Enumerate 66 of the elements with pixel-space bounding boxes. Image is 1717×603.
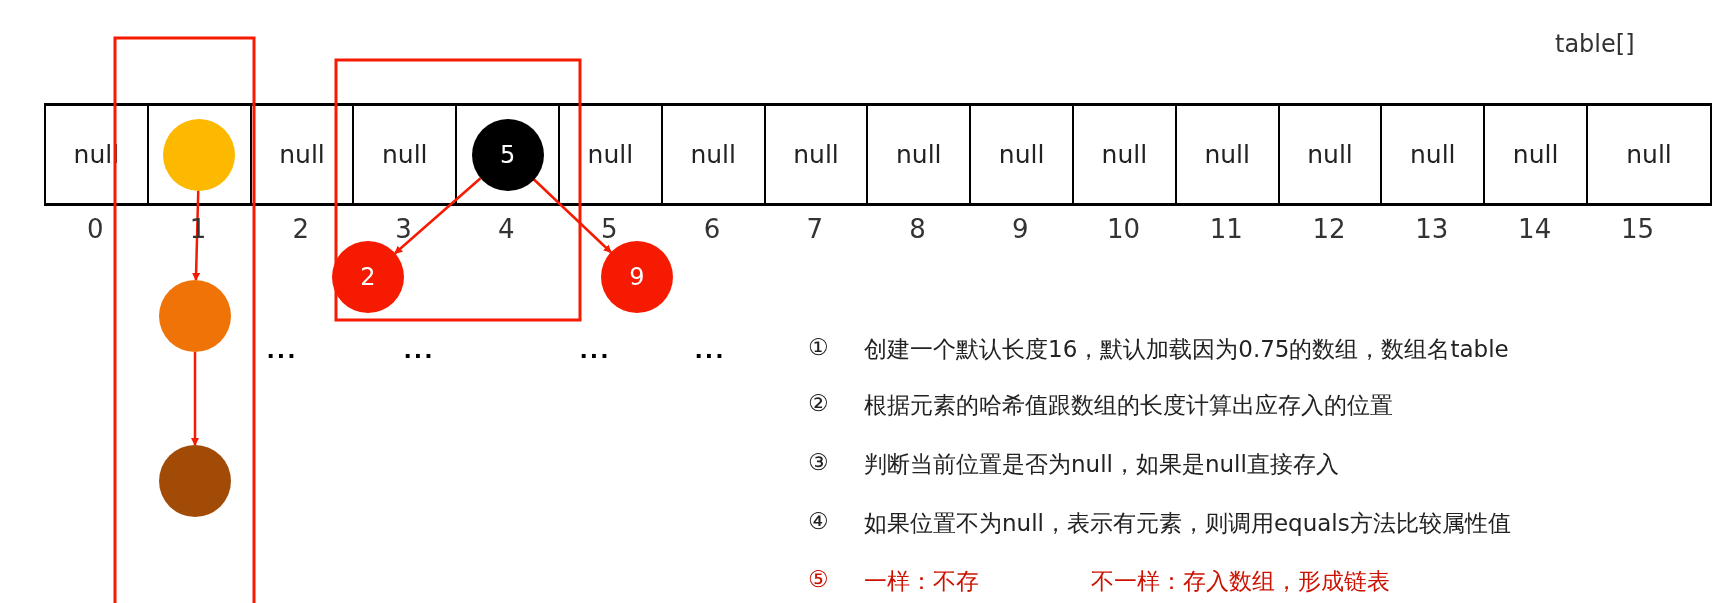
node-value: 5 xyxy=(499,140,516,169)
step-number: ② xyxy=(808,390,829,416)
node-value: 2 xyxy=(360,263,376,291)
array-slot xyxy=(866,103,972,206)
null-text: null xyxy=(690,140,736,169)
step-text: 创建一个默认长度16，默认加载因为0.75的数组，数组名table xyxy=(864,335,1509,364)
step-number: ④ xyxy=(808,508,829,534)
node-value: 9 xyxy=(629,263,645,291)
index-number: 3 xyxy=(395,214,412,244)
index-number: 10 xyxy=(1106,214,1140,244)
array-slot xyxy=(352,103,458,206)
null-text: null xyxy=(1626,140,1672,169)
step-text: 一样：不存 xyxy=(864,567,979,596)
ellipsis: ... xyxy=(694,338,726,363)
index-number: 15 xyxy=(1620,214,1654,244)
null-text: null xyxy=(279,140,325,169)
array-slot xyxy=(660,103,766,206)
index-number: 2 xyxy=(292,214,310,244)
step-text: 根据元素的哈希值跟数组的长度计算出应存入的位置 xyxy=(864,391,1393,420)
null-text: null xyxy=(793,140,839,169)
array-slot xyxy=(969,103,1074,206)
index-number: 12 xyxy=(1312,214,1346,244)
step-text: 如果位置不为null，表示有元素，则调用equals方法比较属性值 xyxy=(864,509,1511,538)
index-number: 6 xyxy=(703,214,721,244)
index-number: 5 xyxy=(600,214,618,244)
null-text: null xyxy=(1204,140,1250,169)
ellipsis: ... xyxy=(579,338,611,363)
step-number: ③ xyxy=(808,449,829,475)
index-number: 11 xyxy=(1209,214,1243,244)
array-slot xyxy=(763,103,869,206)
ellipsis: ... xyxy=(266,338,298,363)
index-number: 14 xyxy=(1518,214,1552,244)
arrow xyxy=(532,178,612,254)
arrow xyxy=(191,352,199,446)
index-number: 0 xyxy=(86,214,104,244)
step-text: 判断当前位置是否为null，如果是null直接存入 xyxy=(864,450,1339,479)
array-slot xyxy=(1483,103,1588,206)
index-number: 7 xyxy=(806,214,824,244)
null-text: null xyxy=(998,140,1045,169)
hash-node-circle xyxy=(471,118,544,191)
step-number: ① xyxy=(808,334,829,360)
null-text: null xyxy=(896,140,942,169)
array-slot xyxy=(1380,103,1486,206)
array-name: table[] xyxy=(1555,30,1635,58)
array-slot xyxy=(455,103,560,206)
index-number: 13 xyxy=(1415,214,1449,244)
index-number: 8 xyxy=(909,214,926,244)
null-text: null xyxy=(587,140,634,169)
array-slot xyxy=(1072,103,1177,206)
null-text: null xyxy=(1410,140,1456,169)
array-slot xyxy=(146,103,252,206)
null-text: null xyxy=(1101,140,1148,169)
array-slot xyxy=(44,103,149,206)
ellipsis: ... xyxy=(403,338,435,363)
array-slot xyxy=(558,103,663,206)
null-text: null xyxy=(1307,140,1353,169)
array-slot xyxy=(1174,103,1280,206)
arrow xyxy=(394,177,482,255)
array-slot xyxy=(1586,103,1712,206)
array-slot xyxy=(1277,103,1383,206)
step-text: 不一样：存入数组，形成链表 xyxy=(1091,567,1390,596)
step-number: ⑤ xyxy=(808,566,829,592)
null-text: null xyxy=(1512,140,1559,169)
index-number: 4 xyxy=(498,214,515,244)
null-text: null xyxy=(382,140,428,169)
index-number: 9 xyxy=(1012,214,1029,244)
